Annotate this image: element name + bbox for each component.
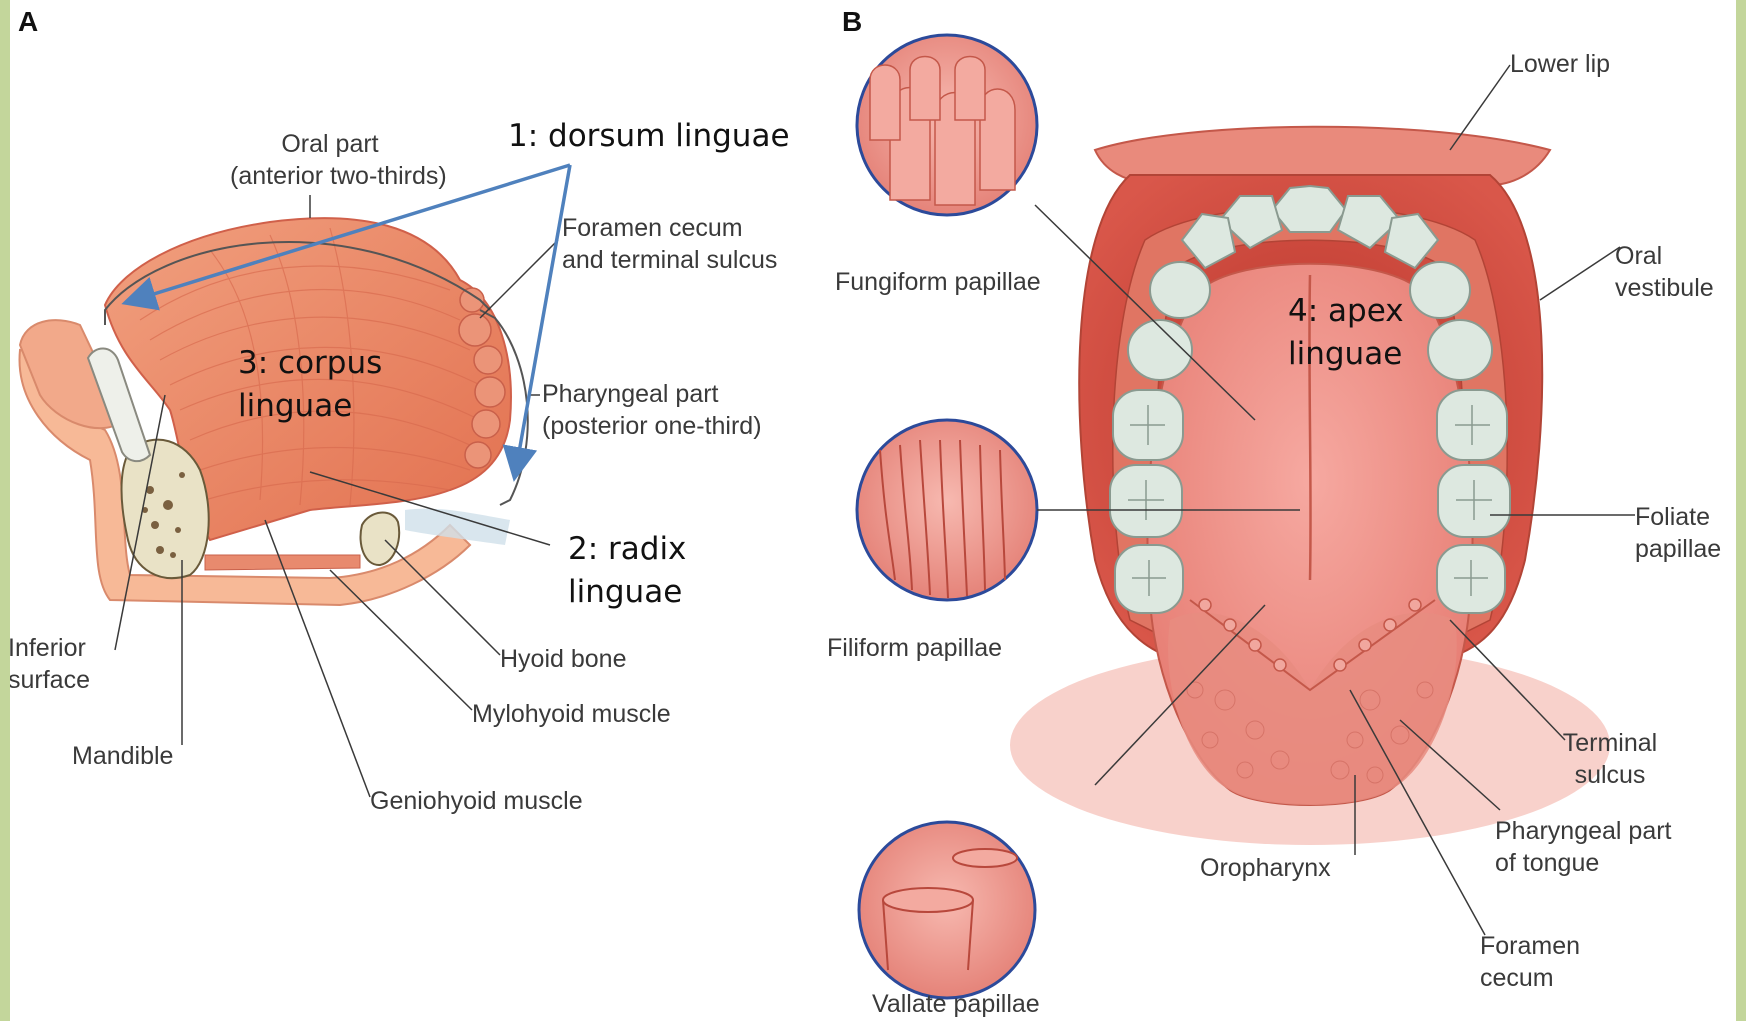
label-oral-part-line2: (anterior two-thirds) xyxy=(230,160,430,192)
label-oral-part: Oral part (anterior two-thirds) xyxy=(230,128,430,192)
label-terminal-sulcus-line1: Terminal xyxy=(1555,727,1665,759)
label-foliate: Foliate papillae xyxy=(1635,501,1721,565)
label-fungiform: Fungiform papillae xyxy=(835,266,1041,298)
label-oral-vestibule-line2: vestibule xyxy=(1615,272,1714,304)
panel-a-label: A xyxy=(18,6,38,38)
label-inferior-surface-line2: surface xyxy=(10,664,90,696)
label-filiform: Filiform papillae xyxy=(827,632,1002,664)
label-terminal-sulcus-line2: sulcus xyxy=(1555,759,1665,791)
annotation-corpus-line2: linguae xyxy=(238,385,382,428)
label-pharyngeal-tongue: Pharyngeal part of tongue xyxy=(1495,815,1672,879)
annotation-corpus: 3: corpus linguae xyxy=(238,342,382,428)
label-pharyngeal-tongue-line1: Pharyngeal part xyxy=(1495,815,1672,847)
label-foramen-cecum: Foramen cecum xyxy=(1480,930,1580,994)
label-foliate-line1: Foliate xyxy=(1635,501,1721,533)
label-mandible: Mandible xyxy=(72,740,173,772)
label-geniohyoid: Geniohyoid muscle xyxy=(370,785,583,817)
label-terminal-sulcus: Terminal sulcus xyxy=(1555,727,1665,791)
label-foramen-cecum-line1: Foramen xyxy=(1480,930,1580,962)
figure-canvas: A B Oral part (anterior two-thirds) Fora… xyxy=(10,0,1736,1021)
label-foramen-cecum-line2: cecum xyxy=(1480,962,1580,994)
label-oral-vestibule-line1: Oral xyxy=(1615,240,1714,272)
label-oropharynx: Oropharynx xyxy=(1200,852,1331,884)
label-pharyngeal-part-line1: Pharyngeal part xyxy=(542,378,762,410)
label-oral-vestibule: Oral vestibule xyxy=(1615,240,1714,304)
fungiform-inset xyxy=(857,35,1037,215)
annotation-radix: 2: radix linguae xyxy=(568,528,686,614)
vallate-inset xyxy=(859,822,1035,998)
annotation-apex-line1: 4: apex xyxy=(1288,290,1404,333)
label-hyoid: Hyoid bone xyxy=(500,643,626,675)
tooth-premolar-r1 xyxy=(1410,262,1470,318)
label-inferior-surface-line1: Inferior xyxy=(10,632,90,664)
annotation-corpus-line1: 3: corpus xyxy=(238,342,382,385)
hyoid-bone xyxy=(361,513,400,565)
label-inferior-surface: Inferior surface xyxy=(10,632,90,696)
label-mylohyoid: Mylohyoid muscle xyxy=(472,698,671,730)
annotation-radix-line1: 2: radix xyxy=(568,528,686,571)
label-foliate-line2: papillae xyxy=(1635,533,1721,565)
annotation-apex: 4: apex linguae xyxy=(1288,290,1404,376)
label-pharyngeal-part: Pharyngeal part (posterior one-third) xyxy=(542,378,762,442)
label-pharyngeal-part-line2: (posterior one-third) xyxy=(542,410,762,442)
label-vallate: Vallate papillae xyxy=(872,988,1040,1020)
label-oral-part-line1: Oral part xyxy=(230,128,430,160)
label-foramen-terminal: Foramen cecum and terminal sulcus xyxy=(562,212,777,276)
label-foramen-terminal-line2: and terminal sulcus xyxy=(562,244,777,276)
tooth-premolar-r2 xyxy=(1428,320,1492,380)
annotation-dorsum: 1: dorsum linguae xyxy=(508,115,790,158)
filiform-inset xyxy=(857,420,1037,600)
annotation-radix-line2: linguae xyxy=(568,571,686,614)
tooth-premolar-l1 xyxy=(1150,262,1210,318)
label-lower-lip: Lower lip xyxy=(1510,48,1610,80)
label-foramen-terminal-line1: Foramen cecum xyxy=(562,212,777,244)
annotation-apex-line2: linguae xyxy=(1288,333,1404,376)
label-pharyngeal-tongue-line2: of tongue xyxy=(1495,847,1672,879)
panel-b-label: B xyxy=(842,6,862,38)
